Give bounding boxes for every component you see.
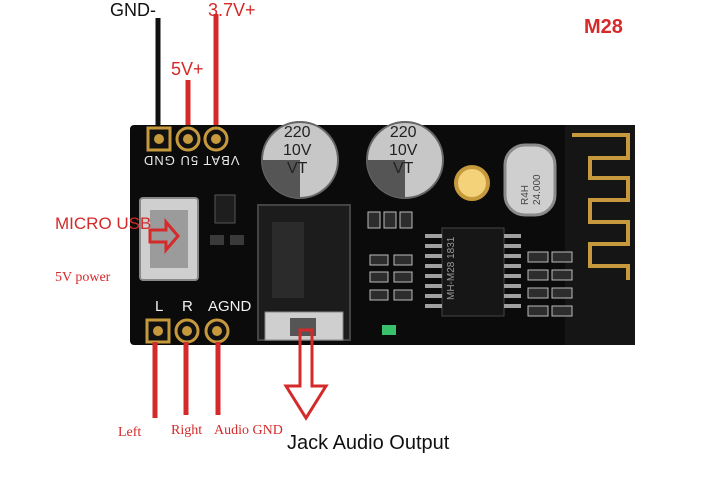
chip-model: MH-M28 — [446, 261, 457, 300]
right-label: Right — [171, 423, 203, 438]
chip-text: MH-M28 1831 — [446, 237, 457, 300]
bottom-pin-pads — [145, 318, 230, 344]
chip-pins — [425, 234, 521, 308]
silk-agnd: AGND — [208, 298, 252, 315]
jack-output-label: Jack Audio Output — [287, 432, 450, 454]
usb-power-label: 5V power — [55, 270, 111, 285]
crystal-frequency: 24.000 — [532, 174, 543, 205]
capacitor-2-text: 220 10V VT — [389, 124, 417, 178]
gnd-label: GND- — [110, 0, 156, 20]
micro-usb-label: MICRO USB — [55, 214, 152, 233]
crystal-brand: R4H — [520, 184, 531, 205]
capacitor-1-mark: VT — [287, 160, 308, 177]
5v-label: 5V+ — [171, 59, 204, 79]
silk-l: L — [155, 298, 164, 315]
capacitor-1 — [261, 121, 339, 199]
capacitor-2-voltage: 10V — [389, 142, 418, 159]
page-title: M28 — [584, 16, 623, 38]
mounting-hole — [454, 165, 490, 201]
smd-components — [367, 211, 573, 317]
antenna-area — [565, 125, 635, 345]
main-chip — [441, 227, 505, 317]
top-pin-pads — [146, 126, 229, 152]
capacitor-1-text: 220 10V VT — [283, 124, 311, 178]
capacitor-2-mark: VT — [393, 160, 414, 177]
vbat-label: 3.7V+ — [208, 0, 256, 20]
chip-date: 1831 — [446, 236, 457, 259]
silk-r: R — [182, 298, 193, 315]
antenna-trace — [572, 133, 630, 280]
capacitor-2 — [366, 121, 444, 199]
audio-gnd-label: Audio GND — [214, 423, 283, 438]
crystal-text: R4H 24.000 — [520, 174, 544, 205]
capacitor-1-voltage: 10V — [283, 142, 312, 159]
left-label: Left — [118, 425, 142, 440]
capacitor-2-value: 220 — [389, 124, 417, 141]
usb-arrow-icon — [148, 217, 180, 255]
capacitor-1-value: 220 — [283, 124, 311, 141]
top-pin-silk: VBAT 5U GND — [143, 153, 240, 168]
jack-arrow-icon — [283, 328, 329, 421]
crystal-oscillator — [503, 143, 557, 217]
led — [382, 325, 396, 335]
